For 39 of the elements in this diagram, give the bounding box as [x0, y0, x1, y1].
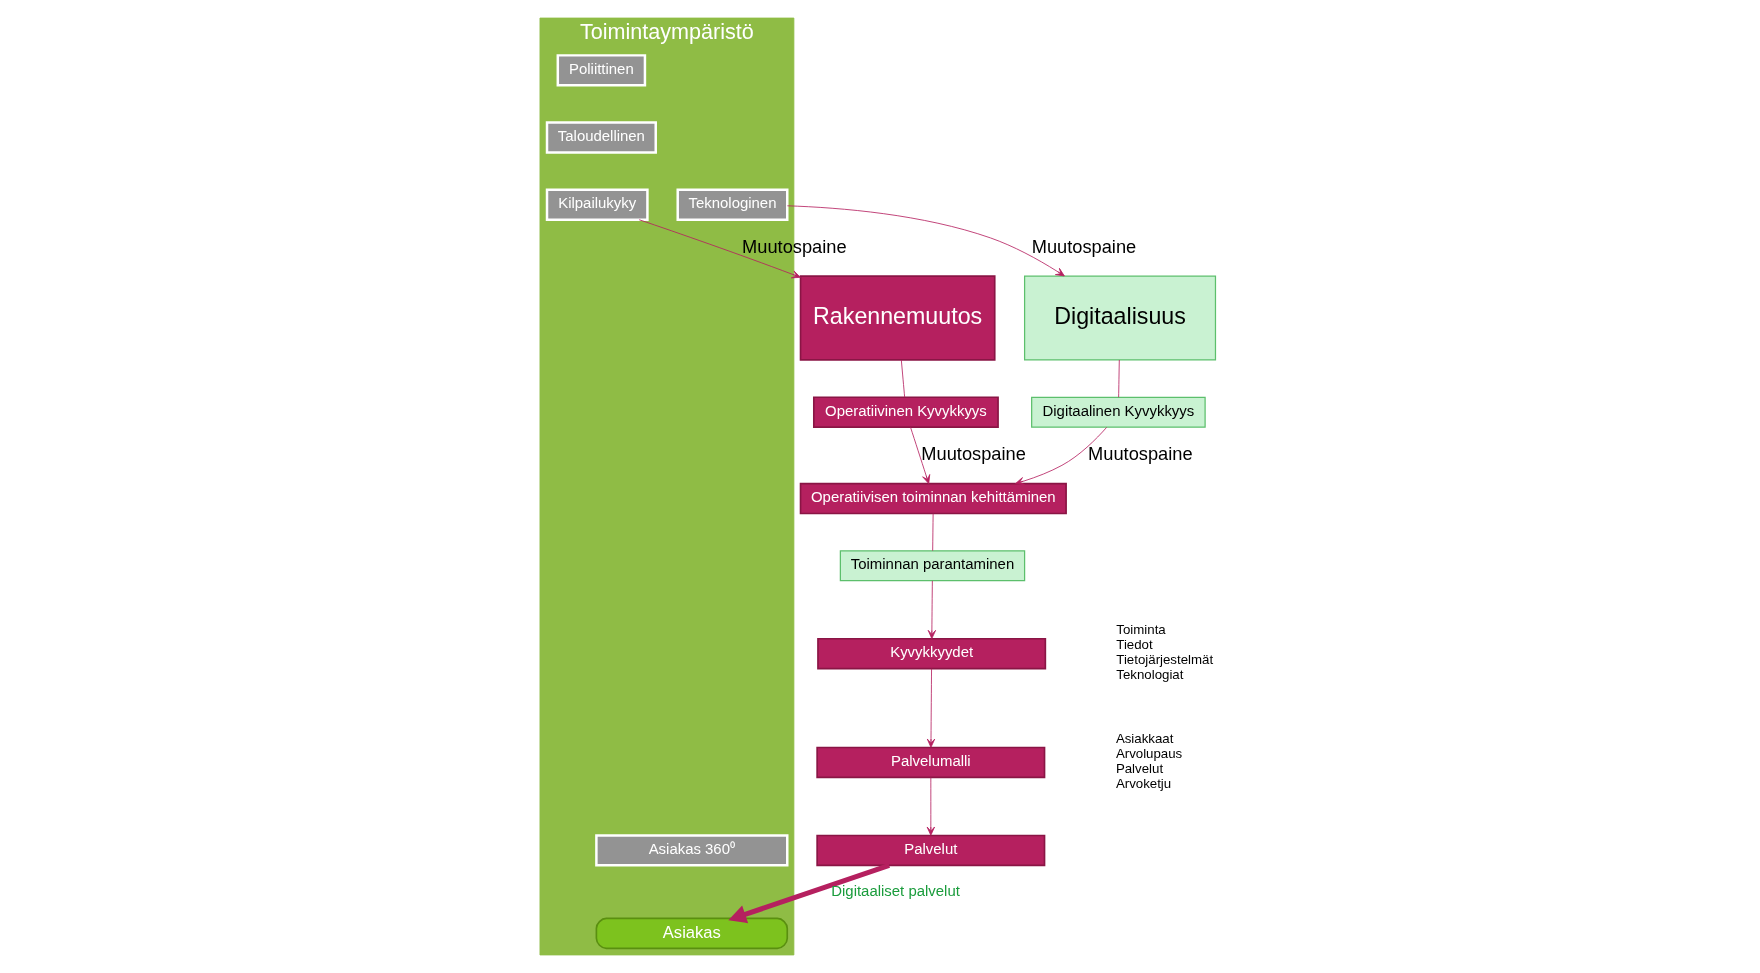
arrow — [926, 668, 936, 748]
node-box: Taloudellinen — [545, 121, 657, 154]
edge-label: Muutospaine — [742, 235, 847, 257]
node-box: Digitaalisuus — [1024, 275, 1217, 361]
arrow — [910, 427, 931, 484]
edge-label: Digitaaliset palvelut — [831, 881, 960, 899]
node-box: Toiminnan parantaminen — [839, 550, 1026, 582]
edge-label: Muutospaine — [1031, 235, 1137, 257]
node-box: Digitaalinen Kyvykkyys — [1031, 396, 1206, 428]
edge-label: Muutospaine — [921, 443, 1026, 465]
arrow — [728, 863, 890, 924]
node-label: Toiminta — [1116, 622, 1166, 638]
arrow — [926, 777, 935, 836]
edge-label: Muutospaine — [1088, 443, 1193, 465]
arrow — [927, 580, 937, 640]
node-box: Asiakas — [595, 917, 789, 950]
node-label: Arvolupaus — [1115, 746, 1183, 762]
arrow — [786, 205, 1065, 277]
node-label: Palvelut — [1115, 761, 1164, 777]
node-label: Asiakkaat — [1115, 731, 1174, 747]
node-box: Palvelut — [816, 834, 1046, 867]
node-label: Tiedot — [1116, 637, 1153, 653]
node-box: Palvelumalli — [816, 746, 1046, 779]
node-box: Poliittinen — [556, 54, 647, 87]
node-box: Operatiivinen Kyvykkyys — [813, 396, 999, 428]
connector — [900, 359, 906, 398]
connector — [932, 513, 934, 552]
node-box: Operatiivisen toiminnan kehittäminen — [799, 482, 1067, 515]
node-box: Asiakas 360⁰ — [595, 834, 789, 867]
arrow — [638, 219, 801, 279]
node-box: Kyvykkyydet — [817, 637, 1047, 670]
node-label: Tietojärjestelmät — [1116, 652, 1214, 668]
node-label: Teknologiat — [1116, 667, 1184, 683]
connector — [1118, 359, 1120, 398]
node-box: Rakennemuutos — [799, 275, 996, 361]
arrow — [1015, 426, 1108, 486]
node-box: Teknologinen — [676, 188, 789, 221]
node-label: Arvoketju — [1115, 775, 1172, 791]
node-box: Kilpailukyky — [545, 188, 649, 221]
